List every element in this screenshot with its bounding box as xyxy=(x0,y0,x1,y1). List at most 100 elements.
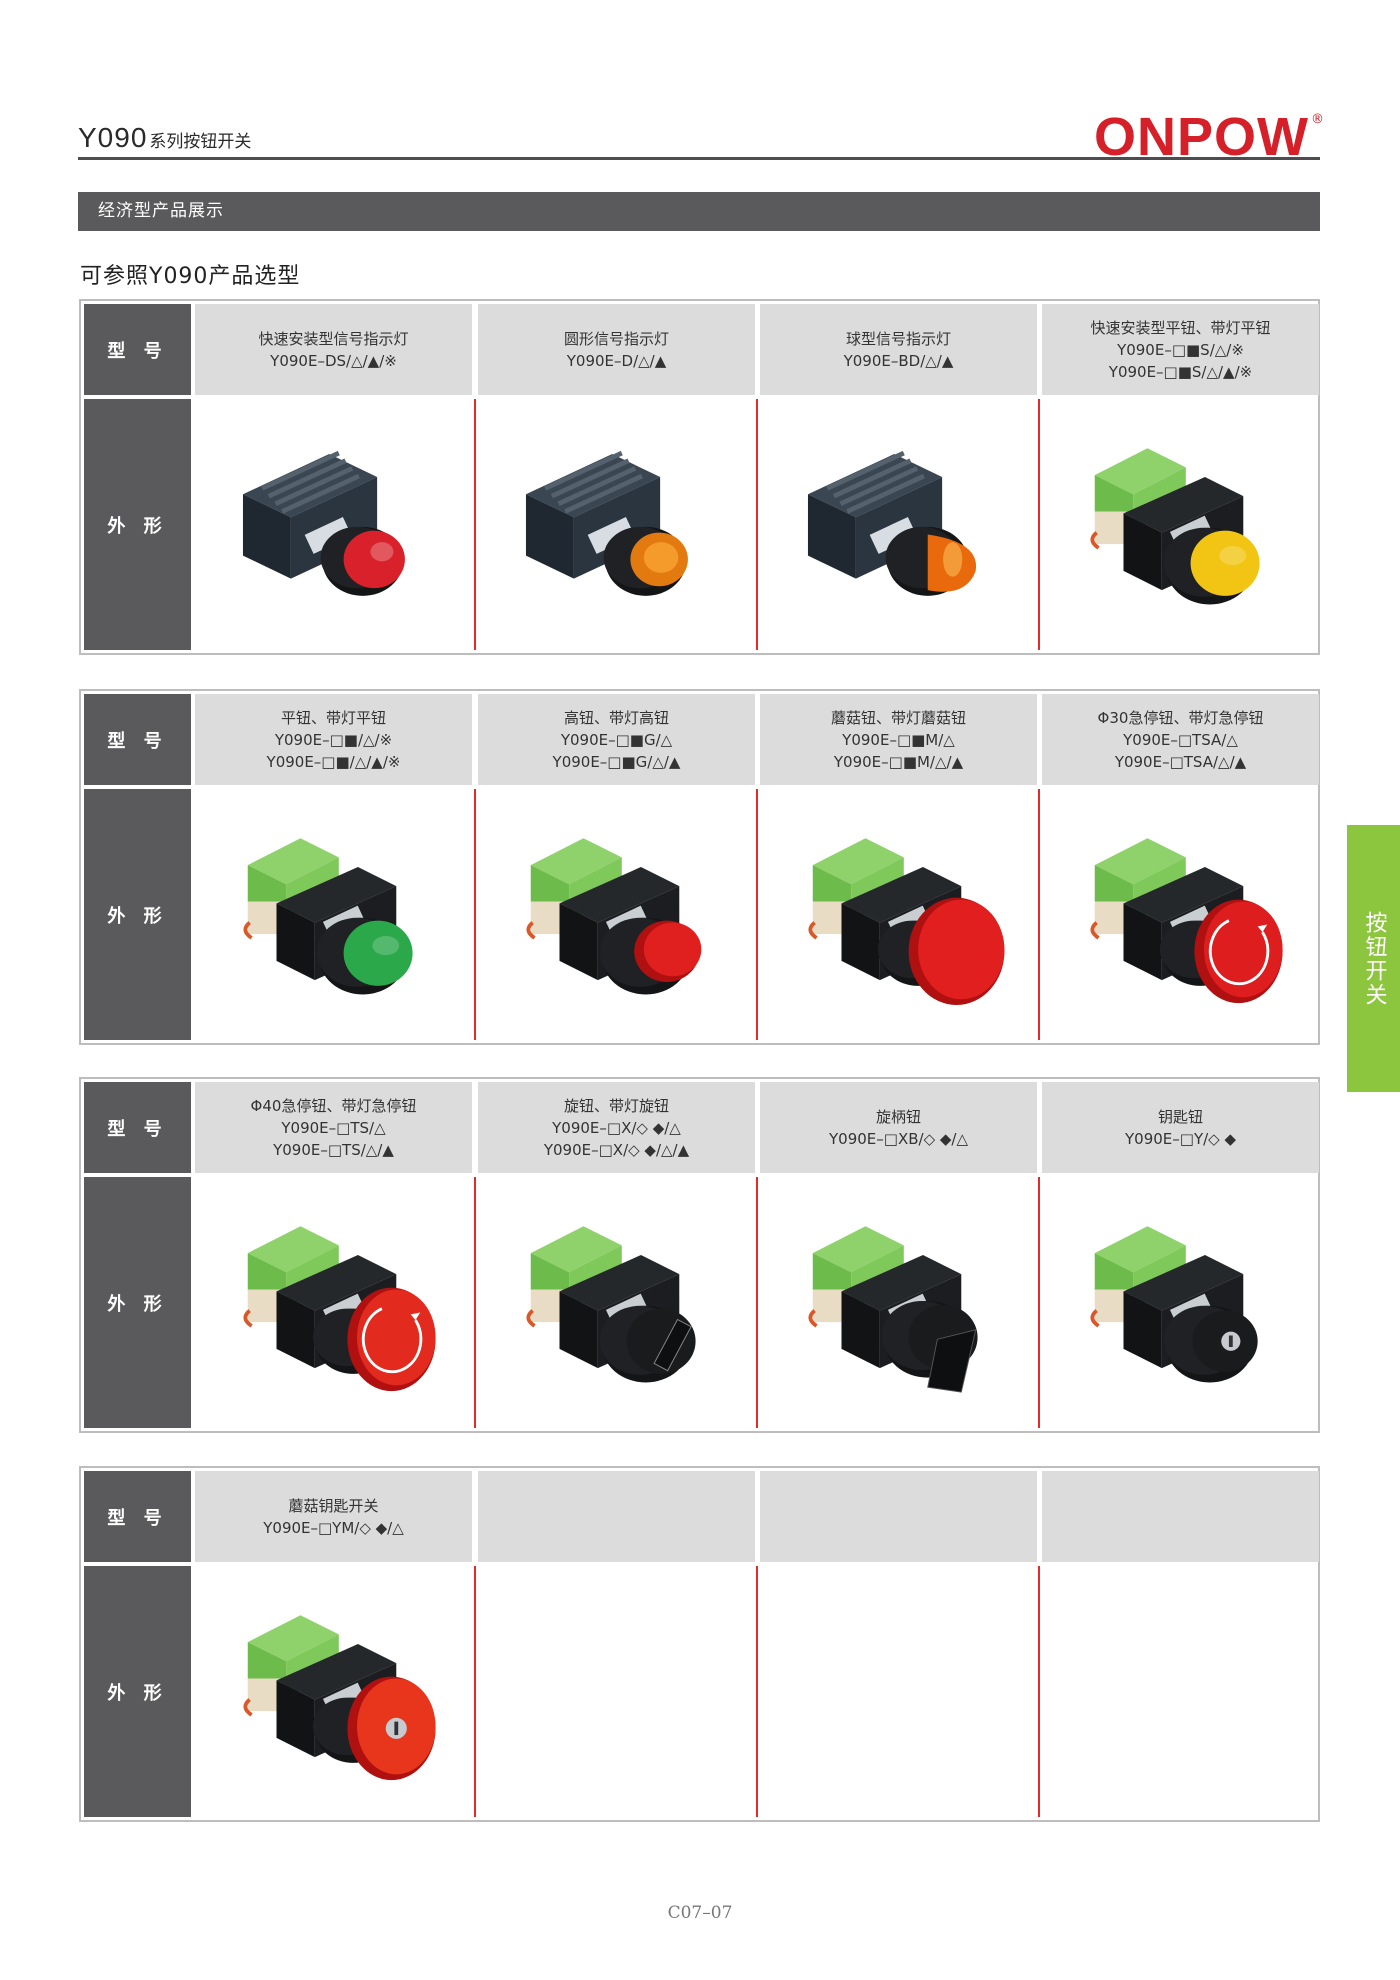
product-image-cell xyxy=(1042,789,1319,1040)
product-name: 旋柄钮 xyxy=(875,1107,921,1126)
shape-label: 外 形 xyxy=(84,1566,191,1817)
product-image-cell xyxy=(760,1566,1037,1817)
product-name: 快速安装型信号指示灯 xyxy=(258,329,409,348)
model-label: 型 号 xyxy=(84,1082,191,1173)
product-image-cell xyxy=(195,789,472,1040)
shape-label: 外 形 xyxy=(84,1177,191,1428)
model-label: 型 号 xyxy=(84,304,191,395)
series-suffix: 系列按钮开关 xyxy=(149,132,252,152)
column-divider xyxy=(474,1566,476,1817)
product-image-cell xyxy=(1042,1177,1319,1428)
model-code: Y090E–□■G/△/▲ xyxy=(552,752,681,771)
product-image-cell xyxy=(478,789,755,1040)
product-image-cell xyxy=(195,399,472,650)
subheading: 可参照Y090产品选型 xyxy=(80,264,301,289)
model-code: Y090E–□Y/◇ ◆ xyxy=(1125,1129,1236,1148)
product-name: 蘑菇钥匙开关 xyxy=(288,1496,379,1515)
column-divider xyxy=(1038,399,1040,650)
column-divider xyxy=(1038,1566,1040,1817)
column-divider xyxy=(474,399,476,650)
product-image xyxy=(502,803,732,1027)
product-table: 型 号外 形 蘑菇钥匙开关 Y090E–□YM/◇ ◆/△ xyxy=(79,1466,1320,1822)
product-image-cell xyxy=(478,1177,755,1428)
product-image xyxy=(784,413,1014,637)
product-image-cell xyxy=(478,1566,755,1817)
product-image-cell xyxy=(760,399,1037,650)
product-name: 蘑菇钮、带灯蘑菇钮 xyxy=(830,708,966,727)
model-code: Y090E–□TSA/△/▲ xyxy=(1114,752,1247,771)
product-image xyxy=(502,1191,732,1415)
model-code: Y090E–□■G/△ xyxy=(560,730,673,749)
page-title: Y090 系列按钮开关 xyxy=(78,122,251,154)
product-image xyxy=(219,803,449,1027)
product-image xyxy=(784,803,1014,1027)
section-bar: 经济型产品展示 xyxy=(78,192,1320,231)
model-header-cell: 平钮、带灯平钮 Y090E–□■/△/※ Y090E–□■/△/▲/※ xyxy=(195,694,472,785)
registered-mark: ® xyxy=(1311,112,1324,127)
model-header-cell xyxy=(478,1471,755,1562)
product-image-cell xyxy=(195,1566,472,1817)
model-header-cell xyxy=(760,1471,1037,1562)
model-code: Y090E–DS/△/▲/※ xyxy=(270,351,397,370)
brand-logo: ONPOW ® xyxy=(1094,110,1324,164)
model-code: Y090E–□■M/△/▲ xyxy=(833,752,964,771)
column-divider xyxy=(756,1177,758,1428)
product-image-cell xyxy=(478,399,755,650)
column-divider xyxy=(1038,789,1040,1040)
column-divider xyxy=(1038,1177,1040,1428)
model-header-cell: 旋钮、带灯旋钮 Y090E–□X/◇ ◆/△ Y090E–□X/◇ ◆/△/▲ xyxy=(478,1082,755,1173)
product-image-cell xyxy=(1042,399,1319,650)
model-code: Y090E–□■/△/▲/※ xyxy=(266,752,401,771)
product-image xyxy=(502,413,732,637)
product-name: 圆形信号指示灯 xyxy=(563,329,669,348)
product-name: 高钮、带灯高钮 xyxy=(563,708,669,727)
model-code: Y090E–□XB/◇ ◆/△ xyxy=(829,1129,968,1148)
title-rule xyxy=(78,157,1320,160)
model-header-cell: 高钮、带灯高钮 Y090E–□■G/△ Y090E–□■G/△/▲ xyxy=(478,694,755,785)
model-code: Y090E–□YM/◇ ◆/△ xyxy=(263,1518,404,1537)
product-name: 快速安装型平钮、带灯平钮 xyxy=(1090,318,1271,337)
model-header-cell: 快速安装型信号指示灯 Y090E–DS/△/▲/※ xyxy=(195,304,472,395)
model-code: Y090E–□■S/△/※ xyxy=(1117,340,1244,359)
product-image xyxy=(219,1191,449,1415)
side-tab-label: 按钮开关 xyxy=(1361,910,1387,1007)
column-divider xyxy=(756,789,758,1040)
model-code: Y090E–□X/◇ ◆/△/▲ xyxy=(543,1140,690,1159)
product-name: 钥匙钮 xyxy=(1157,1107,1203,1126)
page-number: C07–07 xyxy=(667,1903,733,1923)
brand-name: ONPOW xyxy=(1094,107,1309,167)
column-divider xyxy=(474,1177,476,1428)
shape-label: 外 形 xyxy=(84,789,191,1040)
model-label: 型 号 xyxy=(84,694,191,785)
model-code: Y090E–D/△/▲ xyxy=(566,351,667,370)
model-header-cell: 蘑菇钥匙开关 Y090E–□YM/◇ ◆/△ xyxy=(195,1471,472,1562)
model-header-cell: 旋柄钮 Y090E–□XB/◇ ◆/△ xyxy=(760,1082,1037,1173)
column-divider xyxy=(756,399,758,650)
product-image xyxy=(1066,1191,1296,1415)
model-label: 型 号 xyxy=(84,1471,191,1562)
model-header-cell xyxy=(1042,1471,1319,1562)
product-name: 平钮、带灯平钮 xyxy=(280,708,386,727)
model-header-cell: 钥匙钮 Y090E–□Y/◇ ◆ xyxy=(1042,1082,1319,1173)
product-name: 旋钮、带灯旋钮 xyxy=(563,1096,669,1115)
product-image xyxy=(1066,413,1296,637)
product-image-cell xyxy=(760,789,1037,1040)
model-header-cell: 圆形信号指示灯 Y090E–D/△/▲ xyxy=(478,304,755,395)
model-code: Y090E–□TS/△/▲ xyxy=(273,1140,394,1159)
model-code: Y090E–□■M/△ xyxy=(842,730,955,749)
product-image xyxy=(784,1191,1014,1415)
section-title: 经济型产品展示 xyxy=(98,201,224,221)
product-name: 球型信号指示灯 xyxy=(845,329,951,348)
model-code: Y090E–□X/◇ ◆/△ xyxy=(552,1118,681,1137)
product-image-cell xyxy=(760,1177,1037,1428)
model-code: Y090E–□■/△/※ xyxy=(274,730,393,749)
series-name: Y090 xyxy=(78,122,148,153)
column-divider xyxy=(756,1566,758,1817)
product-image-cell xyxy=(195,1177,472,1428)
shape-label: 外 形 xyxy=(84,399,191,650)
product-image-cell xyxy=(1042,1566,1319,1817)
